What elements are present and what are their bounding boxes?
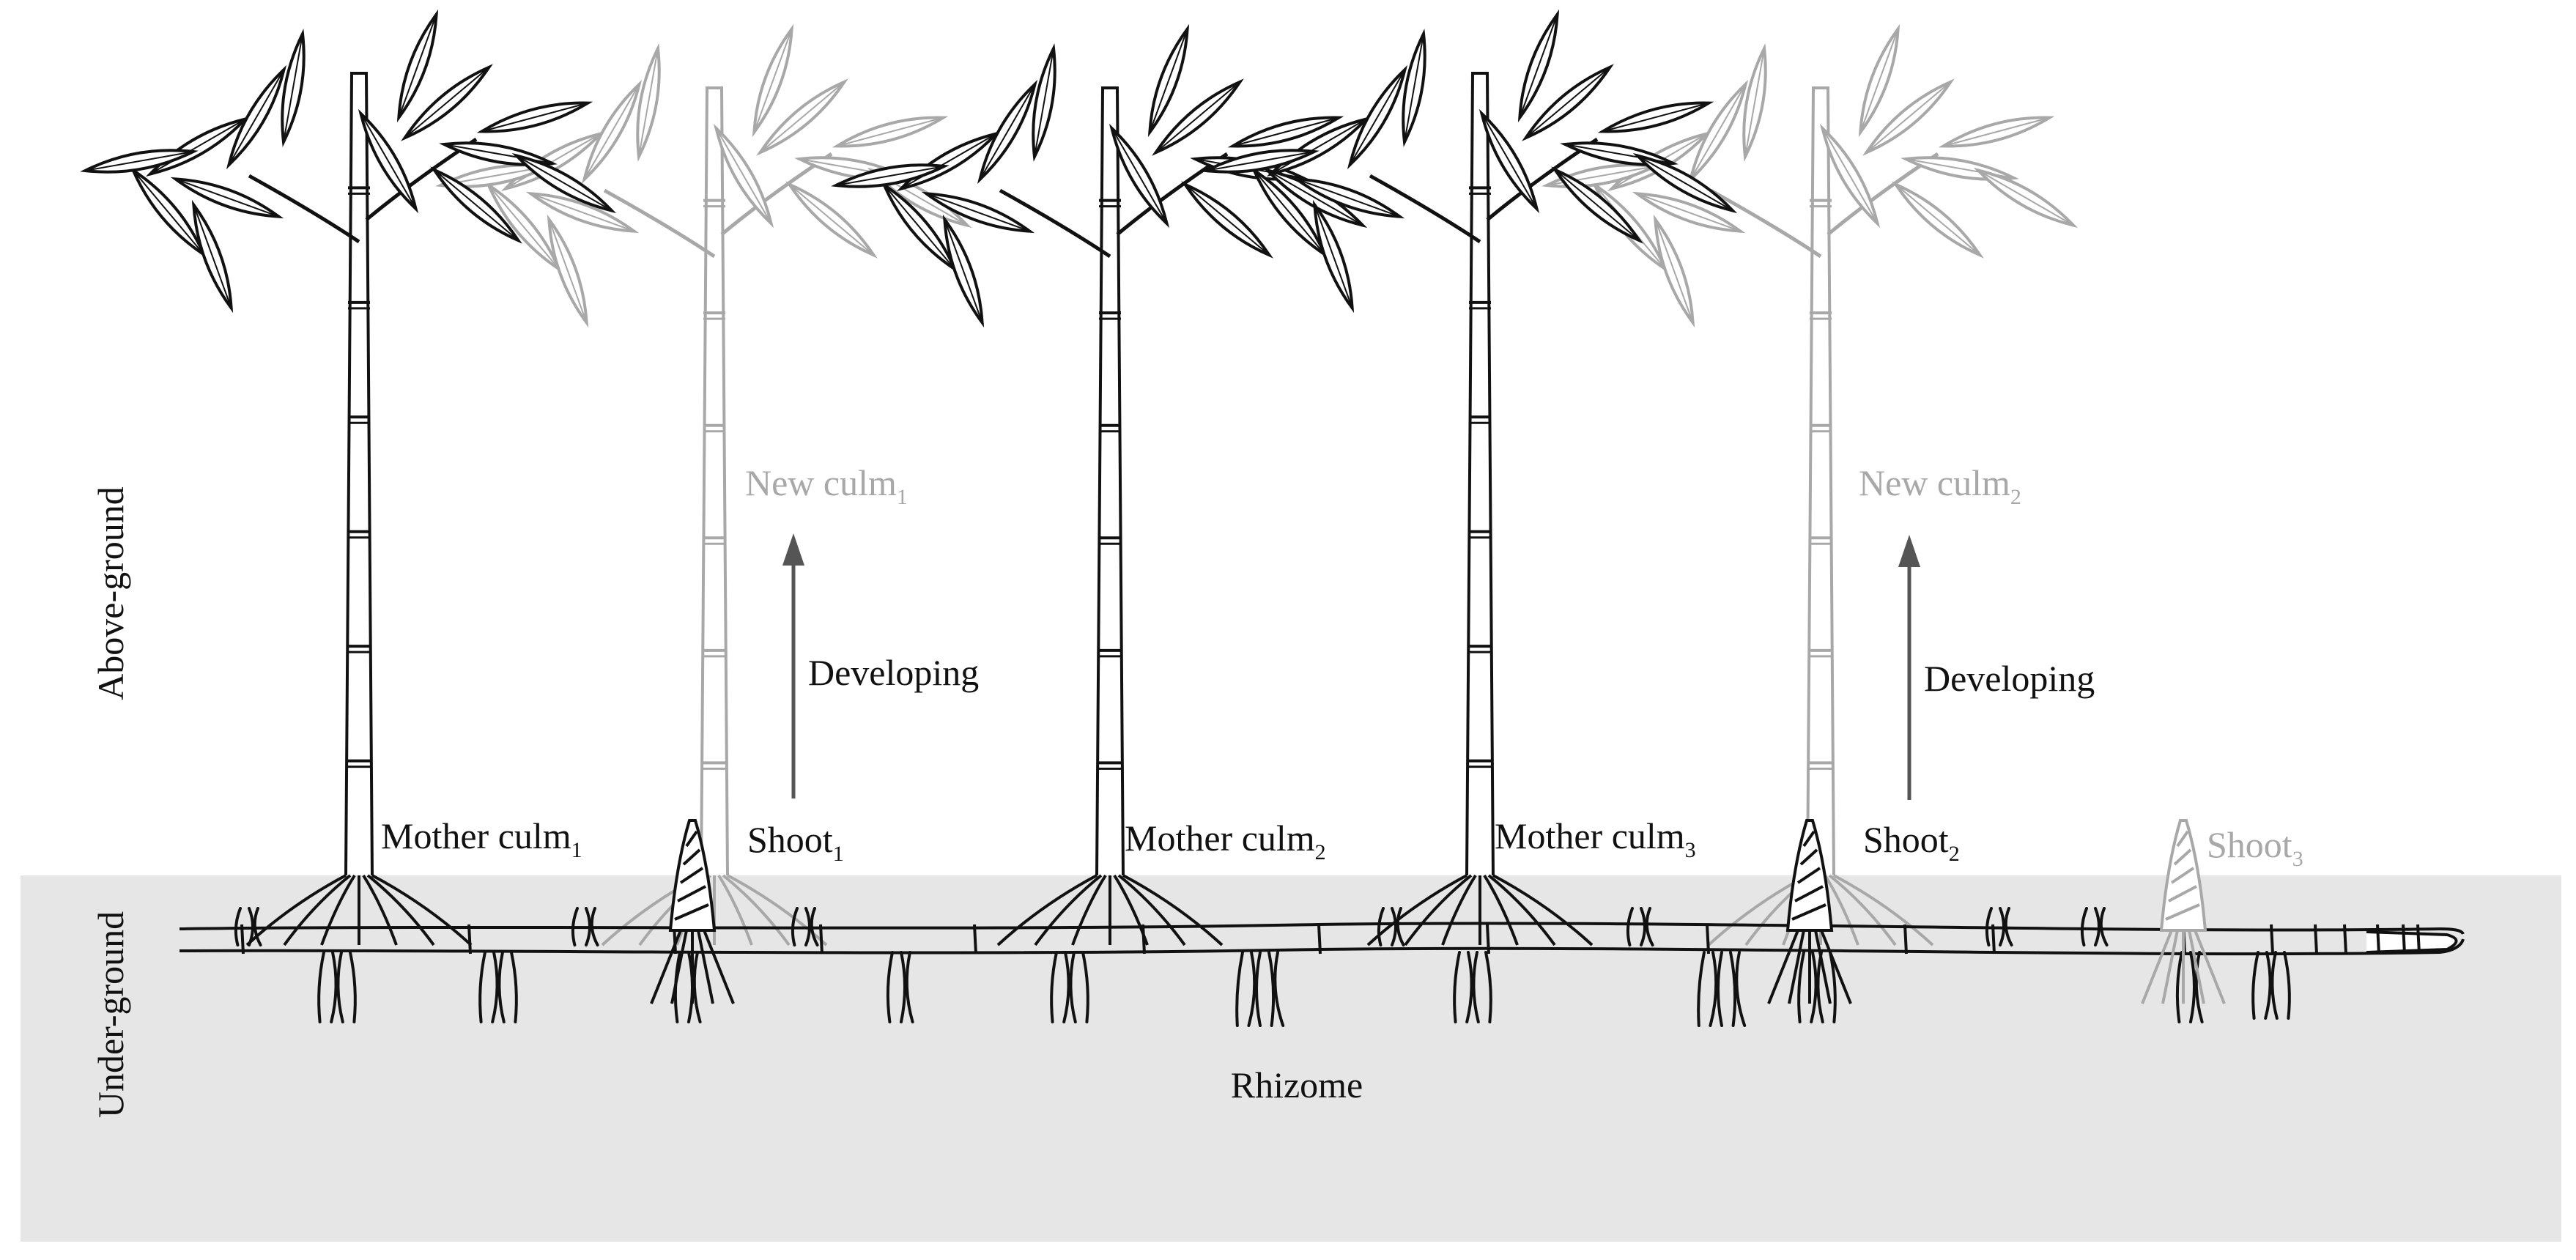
rhizome-node: [2376, 924, 2380, 955]
rhizome-node: [2270, 924, 2274, 955]
rhizome-node: [240, 924, 245, 955]
root-tuft: [1377, 907, 1405, 946]
rhizome-node: [2343, 924, 2347, 955]
arrow-up-icon: [1898, 535, 1920, 567]
developing-arrow-2: [1898, 535, 1920, 800]
developing-arrow-1: [782, 533, 804, 798]
shoots-layer: [650, 819, 2226, 1004]
mother-culm-3-label: Mother culm3: [1495, 815, 1696, 862]
rhizome-node: [819, 924, 823, 955]
root-tuft: [571, 907, 599, 946]
rhizome-node: [1706, 924, 1710, 955]
mother-culm-2-label: Mother culm2: [1125, 818, 1326, 864]
rhizome-node: [973, 924, 977, 955]
underground-zone: [21, 875, 2561, 1242]
mother-culm-2: [831, 23, 1368, 946]
root-tuft: [478, 951, 518, 1023]
developing-label-1: Developing: [808, 652, 979, 693]
rhizome-label: Rhizome: [1231, 1064, 1363, 1105]
root-tuft: [2080, 907, 2109, 946]
rhizome-node: [1486, 924, 1490, 955]
root-tuft: [1697, 951, 1747, 1027]
shoot-3-label: Shoot3: [2207, 824, 2303, 871]
shoot-2: [1767, 819, 1852, 1004]
root-tuft: [1626, 907, 1654, 946]
root-tuft: [1453, 951, 1492, 1023]
root-tuft: [317, 951, 357, 1023]
rhizome-tip: [2366, 930, 2458, 954]
root-tuft: [886, 951, 914, 1023]
arrow-up-icon: [782, 533, 804, 566]
mother-culms-layer: [80, 9, 1738, 946]
rhizome-lower-edge: [179, 938, 2465, 956]
root-tuft: [1985, 907, 2013, 946]
rhizome-node: [467, 924, 472, 955]
new-culm-1-label: New culm1: [745, 462, 908, 509]
above-ground-label: Above-ground: [90, 486, 131, 700]
rhizome: [179, 922, 2465, 956]
mother-culm-1-label: Mother culm1: [381, 815, 582, 862]
shoot-1: [650, 819, 735, 1004]
developing-label-2: Developing: [1924, 658, 2095, 699]
rhizome-node: [1991, 924, 1996, 955]
shoot-1-label: Shoot1: [747, 819, 844, 866]
root-tuft: [2175, 951, 2204, 1023]
rhizome-node: [2314, 924, 2318, 955]
root-tuft: [791, 907, 819, 946]
rhizome-node: [1317, 924, 1322, 955]
new-culm-2-label: New culm2: [1859, 462, 2021, 509]
rhizome-node: [1903, 924, 1908, 955]
root-tuft: [1235, 951, 1285, 1027]
mother-culm-1: [80, 9, 617, 946]
shoot-3: [2141, 819, 2226, 1004]
root-tuft: [2251, 951, 2291, 1020]
rhizome-node: [2402, 924, 2406, 955]
mother-culm-3: [1201, 9, 1738, 946]
rhizome-node: [2416, 924, 2421, 955]
root-tuft: [1050, 951, 1089, 1023]
shoot-2-label: Shoot2: [1863, 819, 1960, 866]
rhizome-roots: [234, 907, 2291, 1027]
rhizome-upper-edge: [179, 922, 2465, 935]
under-ground-label: Under-ground: [90, 911, 131, 1118]
